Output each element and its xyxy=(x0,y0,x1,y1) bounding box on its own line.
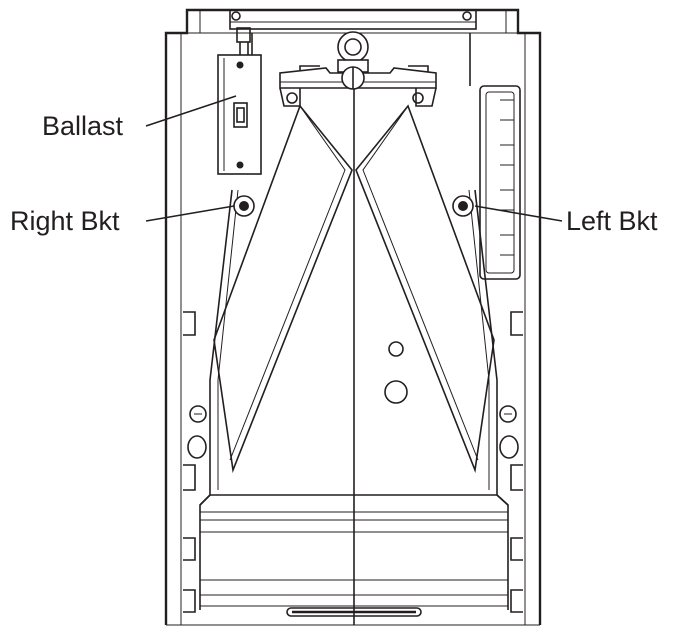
right-bracket-leader-line xyxy=(145,205,235,222)
knockout-hole-small xyxy=(388,341,404,357)
left-bracket xyxy=(452,195,474,217)
right-bracket-label: Right Bkt xyxy=(10,206,120,236)
handle-slot xyxy=(286,607,422,617)
left-bracket-label: Left Bkt xyxy=(566,206,658,236)
clip-strip xyxy=(479,85,521,280)
left-side-rail xyxy=(183,189,239,613)
left-bracket-leader-line xyxy=(474,205,563,222)
bottom-lens xyxy=(166,494,540,626)
knockout-hole-large xyxy=(384,380,408,404)
fixture-housing xyxy=(164,8,542,625)
right-side-rail xyxy=(468,189,523,613)
reflector-right xyxy=(355,104,495,474)
reflector-left xyxy=(213,104,353,474)
ballast-label: Ballast xyxy=(42,111,124,141)
ballast xyxy=(217,27,262,175)
right-bracket xyxy=(233,195,255,217)
lamp-socket-assembly xyxy=(279,31,437,107)
ballast-leader-line xyxy=(145,95,237,127)
